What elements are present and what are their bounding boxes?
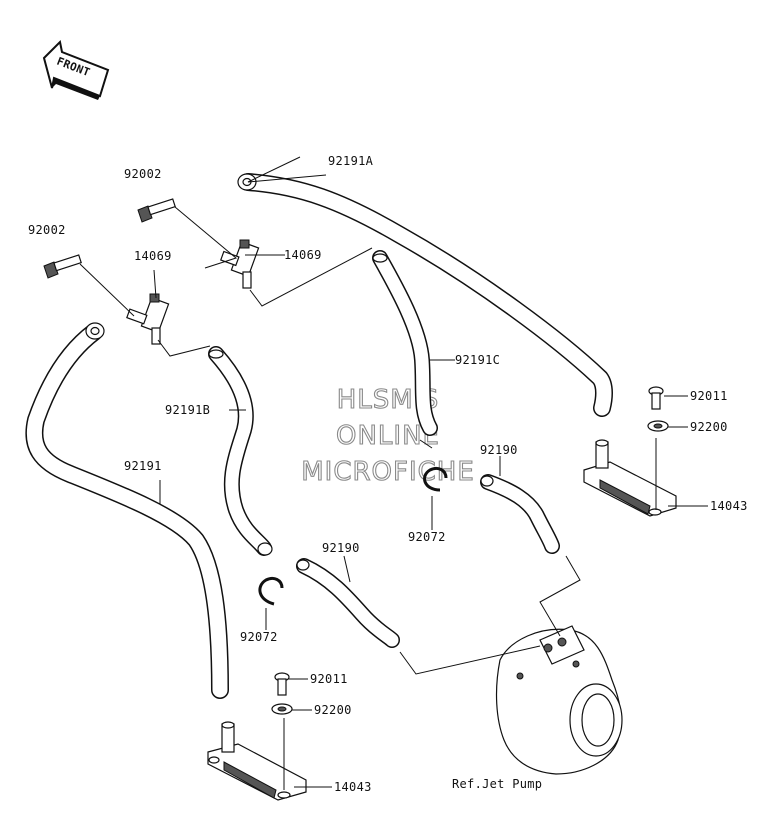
label-14043-upper: 14043 [710,499,748,513]
label-92011-upper: 92011 [690,389,728,403]
clamp-92072-upper-icon [423,466,448,492]
fitting-14069-upper-icon [220,239,260,289]
label-92002-lower: 92002 [28,223,66,237]
bracket-14043-upper-icon [583,439,677,517]
label-92190-right: 92190 [480,443,518,457]
leader-lines [79,156,708,790]
screw-92011-upper-icon [648,386,664,410]
label-92191a: 92191A [328,154,374,168]
label-92072-upper: 92072 [408,530,446,544]
label-14069-right: 14069 [284,248,322,262]
label-92011-lower: 92011 [310,672,348,686]
watermark-line-3: MICROFICHE [301,457,475,487]
washer-92200-upper-icon [647,420,669,432]
jet-pump-icon [495,625,623,775]
clamp-92072-lower-icon [258,576,284,606]
front-arrow-icon: FRONT [42,39,110,100]
label-92002-upper: 92002 [124,167,162,181]
bolt-92002-lower-icon [43,254,82,279]
label-92191c: 92191C [455,353,500,367]
label-14069-left: 14069 [134,249,172,263]
watermark-line-2: ONLINE [336,421,440,451]
hose-92191c [372,250,438,436]
hose-92191a [237,173,613,417]
hose-92190-right [480,474,560,554]
label-92191b: 92191B [165,403,210,417]
hose-92191b [208,346,273,556]
part-labels: 92191A 92002 92002 14069 14069 92191C 92… [28,154,748,794]
label-92200-lower: 92200 [314,703,352,717]
label-92072-lower: 92072 [240,630,278,644]
label-92200-upper: 92200 [690,420,728,434]
bracket-14043-lower-icon [207,721,307,801]
washer-92200-lower-icon [271,703,293,715]
label-14043-lower: 14043 [334,780,372,794]
screw-92011-lower-icon [274,672,290,696]
watermark: HLSM'S ONLINE MICROFICHE [301,384,475,487]
label-92191: 92191 [124,459,162,473]
label-92190-center: 92190 [322,541,360,555]
fitting-14069-lower-icon [126,293,170,345]
bolt-92002-upper-icon [137,198,176,223]
label-ref-jet-pump: Ref.Jet Pump [452,777,542,791]
hose-92190-center [296,558,400,648]
hose-92191 [25,322,229,699]
